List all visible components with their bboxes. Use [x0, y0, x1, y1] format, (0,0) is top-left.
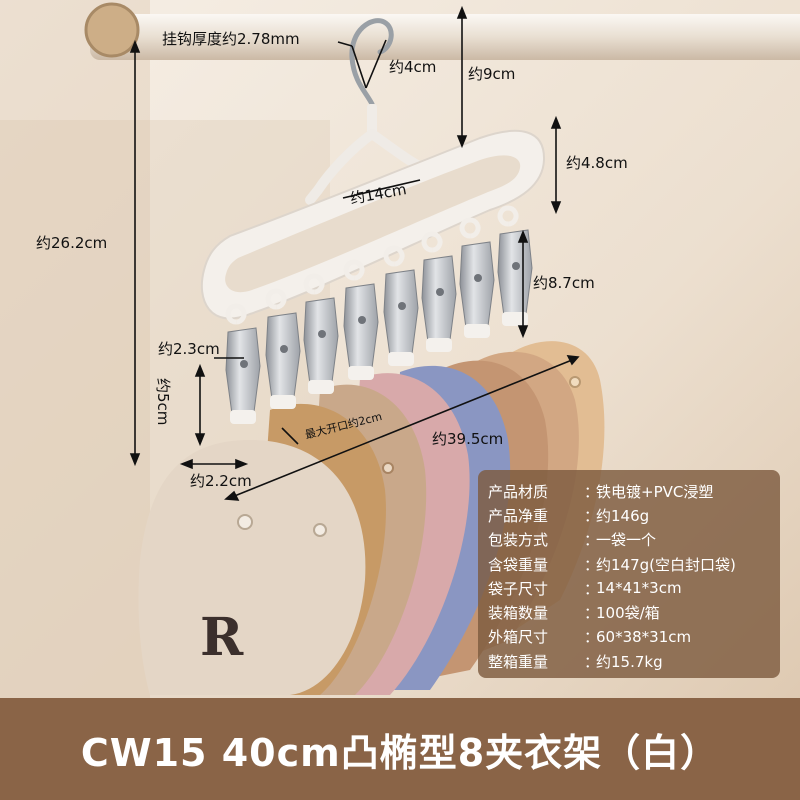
spec-label: 产品材质 — [488, 482, 549, 501]
spec-colon: ： — [584, 628, 600, 647]
rod-bracket — [84, 2, 140, 58]
cap-logo: R — [200, 607, 244, 668]
clothes-rod — [90, 14, 800, 60]
spec-row: 袋子尺寸 ：14*41*3cm — [488, 576, 780, 600]
label-hook-height: 约9cm — [468, 65, 516, 83]
label-clip-length: 约5cm — [154, 378, 172, 426]
cap-1 — [138, 440, 366, 695]
dimension-lines — [129, 5, 580, 501]
spec-row: 外箱尺寸 ：60*38*31cm — [488, 625, 780, 649]
spec-colon: ： — [584, 604, 600, 623]
spec-value: 铁电镀+PVC浸塑 — [596, 482, 714, 501]
clip-3 — [303, 273, 339, 394]
hanger-hook — [349, 18, 394, 134]
product-title: CW15 40cm凸椭型8夹衣架（白） — [80, 730, 720, 775]
closet-edge — [0, 0, 150, 700]
spec-value: 一袋一个 — [596, 531, 657, 550]
clip-2 — [265, 288, 301, 409]
spec-colon: ： — [584, 555, 600, 574]
clips — [225, 205, 533, 424]
title-bar: CW15 40cm凸椭型8夹衣架（白） — [0, 698, 800, 800]
spec-label: 整箱重量 — [488, 652, 549, 671]
spec-label: 袋子尺寸 — [488, 579, 549, 598]
clip-4 — [343, 259, 379, 380]
spec-colon: ： — [584, 531, 600, 550]
spec-label: 装箱数量 — [488, 604, 549, 623]
clip-6 — [421, 231, 457, 352]
spec-row: 含袋重量 ：约147g(空白封口袋) — [488, 552, 780, 576]
hanger-frame — [200, 129, 546, 320]
spec-colon: ： — [584, 652, 600, 671]
spec-value: 14*41*3cm — [596, 579, 682, 598]
spec-row: 产品净重 ：约146g — [488, 503, 780, 527]
spec-row: 装箱数量 ：100袋/箱 — [488, 600, 780, 624]
label-total-height: 约26.2cm — [36, 234, 108, 252]
spec-value: 约147g(空白封口袋) — [596, 555, 736, 574]
spec-colon: ： — [584, 506, 600, 525]
clip-1 — [225, 303, 261, 424]
spec-value: 约146g — [596, 506, 650, 525]
spec-label: 产品净重 — [488, 506, 549, 525]
spec-row: 产品材质 ：铁电镀+PVC浸塑 — [488, 479, 780, 503]
spec-label: 外箱尺寸 — [488, 628, 549, 647]
label-clip-top-width: 约2.3cm — [158, 340, 220, 358]
label-hook-width: 约4cm — [389, 58, 437, 76]
cap-eyelet-2 — [313, 523, 327, 537]
spec-value: 约15.7kg — [596, 652, 663, 671]
spec-colon: ： — [584, 579, 600, 598]
clip-7 — [459, 217, 495, 338]
label-total-width: 约39.5cm — [432, 430, 504, 448]
label-clip-bottom-width: 约2.2cm — [190, 472, 252, 490]
clip-5 — [383, 245, 419, 366]
spec-label: 含袋重量 — [488, 555, 549, 574]
spec-value: 100袋/箱 — [596, 604, 660, 623]
cap-eyelet-1 — [237, 514, 253, 530]
spec-row: 包装方式 ：一袋一个 — [488, 528, 780, 552]
label-hook-thickness: 挂钩厚度约2.78mm — [162, 30, 300, 48]
label-clip-drop: 约8.7cm — [533, 274, 595, 292]
spec-colon: ： — [584, 482, 600, 501]
spec-row: 整箱重量 ：约15.7kg — [488, 649, 780, 673]
spec-value: 60*38*31cm — [596, 627, 692, 646]
spec-label: 包装方式 — [488, 531, 549, 550]
label-frame-height: 约4.8cm — [566, 154, 628, 172]
